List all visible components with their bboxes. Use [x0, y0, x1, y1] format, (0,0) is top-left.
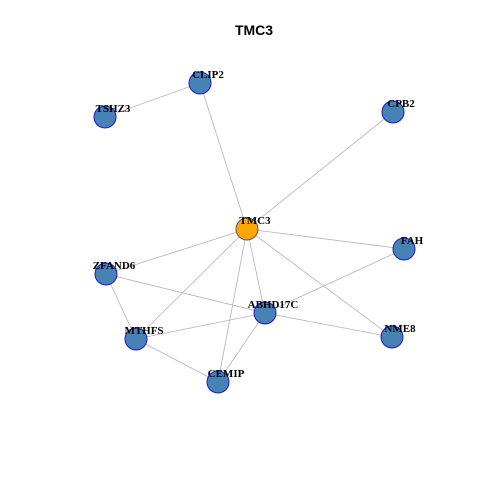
edge-abhd17c-fah [264, 248, 405, 314]
node-label-cpb2: CPB2 [387, 98, 415, 110]
edge-layer [104, 82, 405, 383]
edge-zfand6-abhd17c [105, 273, 266, 314]
node-label-tshz3: TSHZ3 [96, 103, 131, 115]
node-label-abhd17c: ABHD17C [248, 299, 299, 311]
node-clip2 [188, 71, 212, 95]
node-mthfs [124, 327, 148, 351]
edge-tmc3-mthfs [135, 228, 248, 340]
node-nme8 [380, 325, 404, 349]
edge-tmc3-nme8 [246, 228, 393, 338]
edge-mthfs-cemip [135, 338, 219, 383]
edge-tmc3-cemip [217, 228, 248, 383]
node-label-tmc3: TMC3 [239, 215, 271, 227]
edge-tmc3-abhd17c [246, 228, 266, 314]
edge-tmc3-cpb2 [246, 111, 394, 230]
node-label-mthfs: MTHFS [124, 325, 163, 337]
diagram-title: TMC3 [235, 22, 273, 38]
edge-zfand6-mthfs [105, 273, 137, 340]
node-cemip [206, 370, 230, 394]
edge-abhd17c-nme8 [264, 312, 393, 338]
node-abhd17c [253, 301, 277, 325]
edge-clip2-tshz3 [104, 82, 201, 118]
node-label-fah: FAH [401, 235, 424, 247]
edge-tmc3-clip2 [199, 82, 248, 230]
edge-abhd17c-mthfs [135, 312, 266, 340]
node-label-nme8: NME8 [384, 323, 416, 335]
node-layer [93, 71, 416, 394]
edge-tmc3-fah [246, 228, 405, 250]
node-zfand6 [94, 262, 118, 286]
node-fah [392, 237, 416, 261]
node-cpb2 [381, 100, 405, 124]
node-label-zfand6: ZFAND6 [93, 260, 136, 272]
edge-abhd17c-cemip [217, 312, 266, 383]
node-label-clip2: CLIP2 [192, 69, 224, 81]
node-label-cemip: CEMIP [208, 368, 245, 380]
node-tshz3 [93, 105, 117, 129]
edge-tmc3-zfand6 [105, 228, 248, 275]
node-tmc3 [235, 217, 259, 241]
